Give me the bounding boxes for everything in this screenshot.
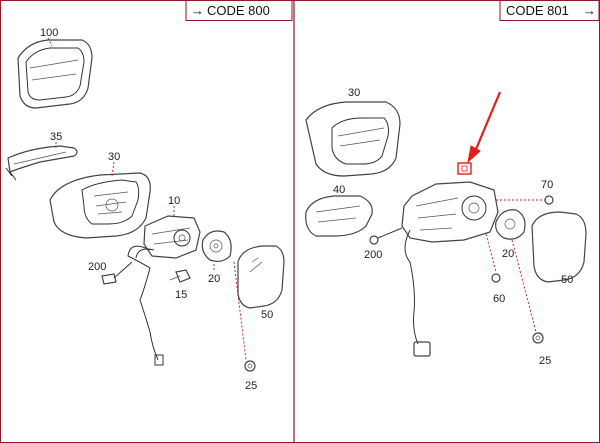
code-801-box — [499, 0, 600, 21]
part-10-motor-assembly — [127, 215, 201, 366]
part-30-mirror-housing — [49, 172, 151, 239]
callout-70: 70 — [541, 179, 553, 191]
callout-25-left: 25 — [245, 380, 257, 392]
part-70-screw — [496, 195, 554, 205]
part-200-screw-right — [369, 227, 403, 245]
part-motor-assembly-right — [401, 181, 499, 357]
callout-50-left: 50 — [261, 309, 273, 321]
part-20-carrier-plate-left — [201, 230, 232, 262]
code-801-header: CODE 801 → — [499, 0, 600, 21]
callout-50-right: 50 — [561, 274, 573, 286]
callout-35: 35 — [50, 131, 62, 143]
callout-30-right: 30 — [348, 87, 360, 99]
part-100-cover-frame — [17, 39, 93, 109]
part-50-mirror-glass-right — [531, 211, 587, 283]
pointer-arrow — [467, 91, 502, 164]
code-801-label: CODE 801 — [506, 3, 569, 18]
code-800-box — [185, 0, 293, 21]
highlight-marker — [457, 162, 472, 175]
callout-15: 15 — [175, 289, 187, 301]
code-800-header: → CODE 800 — [185, 0, 293, 21]
part-35-turn-signal — [5, 145, 78, 181]
callout-100: 100 — [40, 27, 58, 39]
part-40-lower-cover — [305, 195, 373, 237]
part-15-bulb — [169, 269, 191, 283]
callout-25-right: 25 — [539, 355, 551, 367]
code-800-label: CODE 800 — [207, 3, 270, 18]
part-50-mirror-glass-left — [237, 245, 285, 309]
part-25-screw-right — [511, 239, 544, 344]
part-30-housing-right — [305, 101, 401, 177]
part-200-screw-left — [101, 261, 133, 285]
part-20-carrier-plate-right — [495, 209, 526, 240]
code-800-arrow: → — [191, 3, 204, 18]
callout-30-left: 30 — [108, 151, 120, 163]
callout-200-left: 200 — [88, 261, 106, 273]
part-25-screw-left — [233, 261, 256, 372]
callout-10: 10 — [168, 195, 180, 207]
callout-60: 60 — [493, 293, 505, 305]
callout-20-right: 20 — [502, 248, 514, 260]
part-60-screw — [485, 233, 501, 283]
highlight-box — [457, 162, 472, 175]
code-801-arrow: → — [583, 3, 596, 18]
callout-20-left: 20 — [208, 273, 220, 285]
callout-200-right: 200 — [364, 249, 382, 261]
callout-40: 40 — [333, 184, 345, 196]
